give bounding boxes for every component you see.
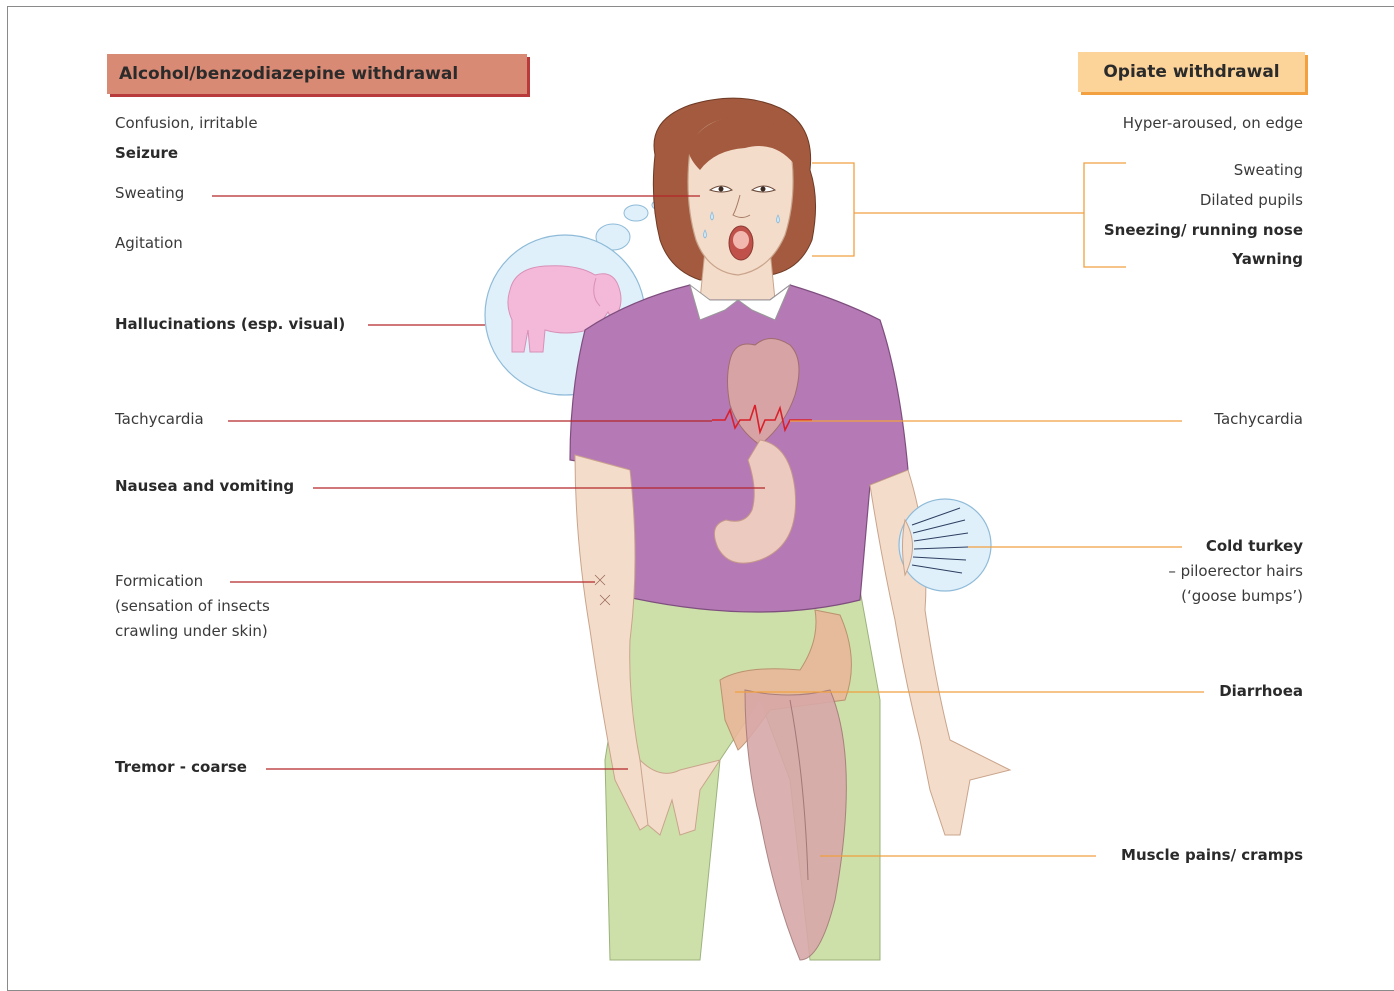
label-confusion: Confusion, irritable	[115, 114, 258, 132]
label-tachycardia-left: Tachycardia	[115, 410, 204, 428]
label-cold-turkey: Cold turkey	[1168, 534, 1303, 559]
label-dilated-pupils: Dilated pupils	[1200, 191, 1303, 209]
label-tachycardia-right: Tachycardia	[1214, 410, 1303, 428]
label-agitation: Agitation	[115, 234, 183, 252]
label-hallucinations: Hallucinations (esp. visual)	[115, 315, 345, 333]
label-yawning: Yawning	[1232, 250, 1303, 268]
label-formication-group: Formication (sensation of insects crawli…	[115, 569, 270, 644]
label-hyper-aroused: Hyper-aroused, on edge	[1123, 114, 1303, 132]
label-nausea-vomiting: Nausea and vomiting	[115, 477, 294, 495]
goose-bumps-bubble	[899, 499, 991, 591]
label-sweating-right: Sweating	[1234, 161, 1303, 179]
title-alcohol-benzo-withdrawal: Alcohol/benzodiazepine withdrawal	[107, 54, 527, 94]
title-opiate-withdrawal: Opiate withdrawal	[1078, 52, 1305, 92]
label-cold-turkey-group: Cold turkey – piloerector hairs (‘goose …	[1168, 534, 1303, 609]
label-tremor: Tremor - coarse	[115, 758, 247, 776]
label-formication-desc-1: (sensation of insects	[115, 594, 270, 619]
label-muscle-pains: Muscle pains/ cramps	[1121, 846, 1303, 864]
label-seizure: Seizure	[115, 144, 178, 162]
label-cold-turkey-desc-2: (‘goose bumps’)	[1168, 584, 1303, 609]
label-sweating-left: Sweating	[115, 184, 184, 202]
label-sneezing: Sneezing/ running nose	[1104, 221, 1303, 239]
label-formication: Formication	[115, 569, 270, 594]
label-diarrhoea: Diarrhoea	[1219, 682, 1303, 700]
label-formication-desc-2: crawling under skin)	[115, 619, 270, 644]
label-cold-turkey-desc-1: – piloerector hairs	[1168, 559, 1303, 584]
